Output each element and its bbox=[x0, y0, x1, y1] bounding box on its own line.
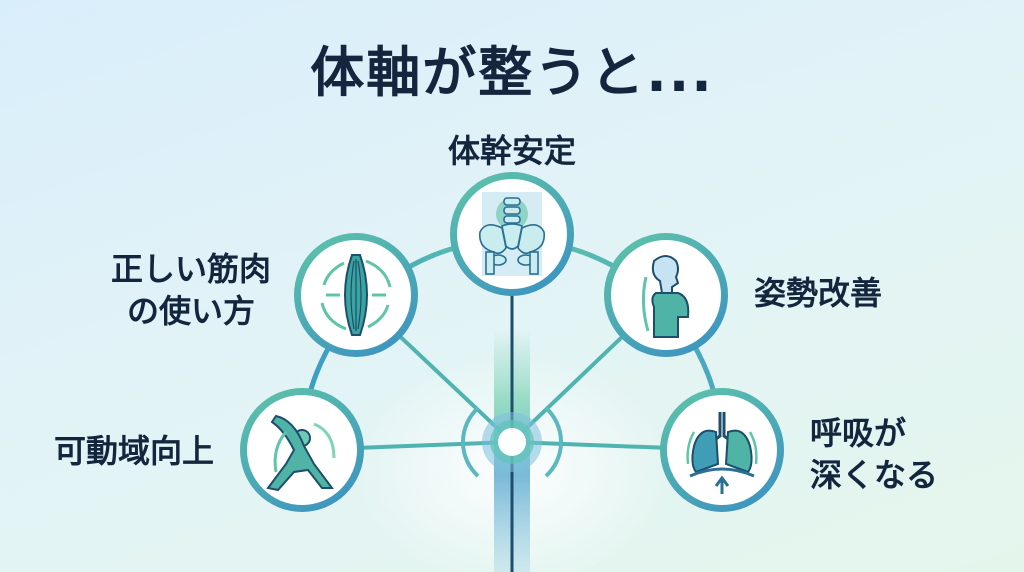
label-posture-improvement: 姿勢改善 bbox=[754, 274, 883, 312]
node-posture-improvement bbox=[604, 233, 728, 357]
node-range-of-motion bbox=[240, 388, 364, 512]
node-deeper-breathing bbox=[660, 388, 784, 512]
muscle-icon bbox=[320, 254, 392, 336]
label-core-stability: 体幹安定 bbox=[447, 132, 576, 170]
label-range-of-motion: 可動域向上 bbox=[54, 432, 215, 470]
node-correct-muscle-use bbox=[294, 233, 418, 357]
page-title: 体軸が整うと... bbox=[310, 41, 714, 104]
node-core-stability bbox=[450, 172, 574, 296]
posture-profile-icon bbox=[641, 255, 690, 338]
label-correct-muscle-use: 正しい筋肉 の使い方 bbox=[110, 250, 271, 330]
stretching-person-icon bbox=[266, 414, 336, 492]
label-deeper-breathing: 呼吸が 深くなる bbox=[810, 414, 939, 494]
lungs-icon bbox=[686, 412, 758, 494]
center-axis-hub-icon bbox=[460, 406, 564, 478]
pelvis-spine-icon bbox=[478, 192, 546, 276]
